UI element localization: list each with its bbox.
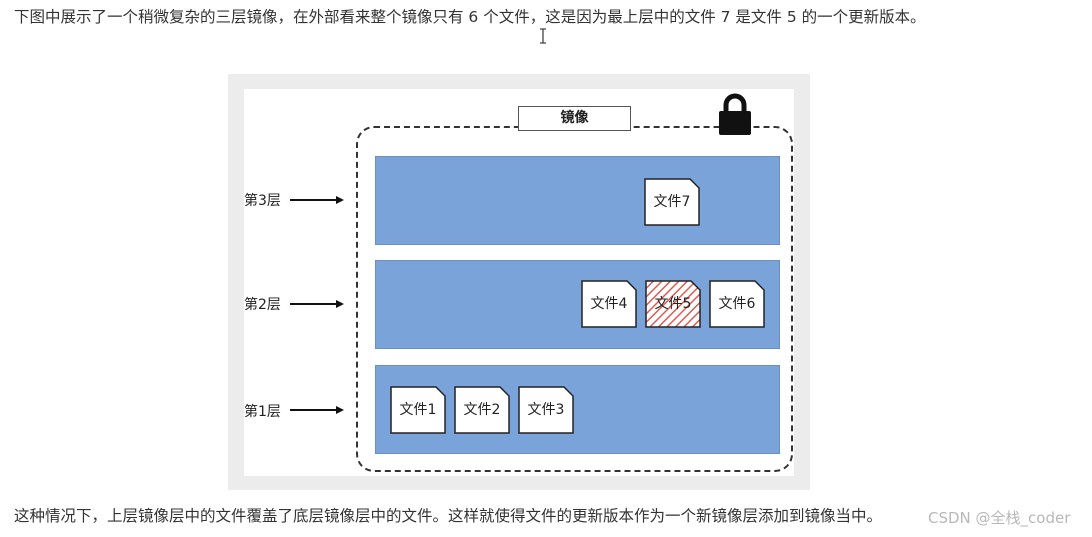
file-1-label: 文件1 xyxy=(399,402,437,418)
watermark: CSDN @全栈_coder xyxy=(928,509,1071,527)
file-2: 文件2 xyxy=(454,386,510,434)
file-5-label: 文件5 xyxy=(654,296,692,312)
layer-3-label: 第3层 xyxy=(244,193,281,209)
file-1: 文件1 xyxy=(390,386,446,434)
intro-paragraph: 下图中展示了一个稍微复杂的三层镜像，在外部看来整个镜像只有 6 个文件，这是因为… xyxy=(14,8,926,26)
text-cursor-icon xyxy=(540,28,546,44)
layer-3-arrow-icon xyxy=(290,196,344,204)
file-4: 文件4 xyxy=(581,280,637,328)
layer-3-band xyxy=(375,156,780,245)
file-2-label: 文件2 xyxy=(463,402,501,418)
file-6-label: 文件6 xyxy=(718,296,756,312)
file-6: 文件6 xyxy=(709,280,765,328)
lock-icon xyxy=(719,93,751,135)
file-3: 文件3 xyxy=(518,386,574,434)
conclusion-paragraph: 这种情况下，上层镜像层中的文件覆盖了底层镜像层中的文件。这样就使得文件的更新版本… xyxy=(14,507,883,525)
layer-1-label: 第1层 xyxy=(244,404,281,420)
file-3-label: 文件3 xyxy=(527,402,565,418)
layer-2-label: 第2层 xyxy=(244,297,281,313)
file-4-label: 文件4 xyxy=(590,296,628,312)
file-7: 文件7 xyxy=(644,178,700,226)
layer-2-arrow-icon xyxy=(290,300,344,308)
image-label: 镜像 xyxy=(518,106,631,131)
file-7-label: 文件7 xyxy=(653,194,691,210)
file-5-overridden: 文件5 xyxy=(645,280,701,328)
layer-1-arrow-icon xyxy=(290,406,344,414)
